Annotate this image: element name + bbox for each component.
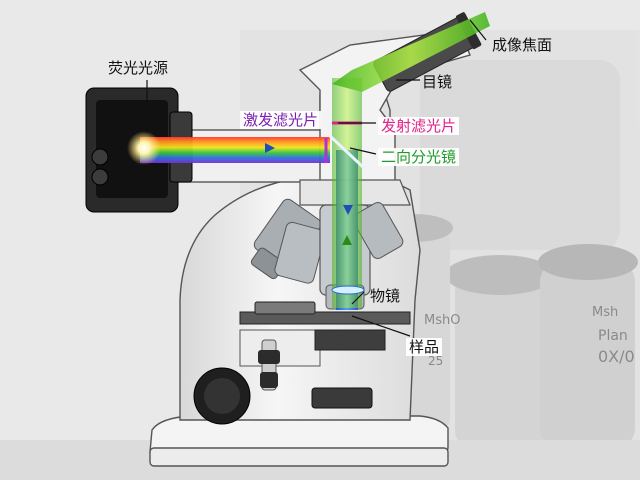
eyepiece-label: 目镜 <box>422 73 453 91</box>
green-beam-eyepiece <box>332 12 490 92</box>
excitation-filter-label: 激发滤光片 <box>240 111 322 129</box>
beam-arrow-up <box>342 235 352 245</box>
objective-lens <box>331 285 365 295</box>
beam-arrow-right <box>265 143 275 153</box>
leader-lines <box>146 19 487 337</box>
dichroic-mirror-marker <box>328 134 366 170</box>
light-source-label: 荧光光源 <box>108 59 169 77</box>
bg-lens-text-2: Msh <box>592 305 618 320</box>
bg-lens-text-1: MshO <box>424 313 460 328</box>
bg-lens-text-3: Plan <box>598 328 628 344</box>
excitation-beam <box>140 137 330 163</box>
green-beam-up <box>332 78 362 308</box>
emission-filter-label: 发射滤光片 <box>378 117 460 135</box>
beam-arrow-down <box>343 205 353 215</box>
objective-label: 物镜 <box>370 287 401 305</box>
sample-label: 样品 <box>406 338 443 356</box>
light-source-glow <box>127 131 161 165</box>
dichroic-mirror-label: 二向分光镜 <box>378 148 460 166</box>
bg-lens-text-5: 25 <box>428 354 443 368</box>
imaging-focal-plane-label: 成像焦面 <box>492 36 553 54</box>
bg-lens-text-4: 0X/0 <box>598 347 635 366</box>
